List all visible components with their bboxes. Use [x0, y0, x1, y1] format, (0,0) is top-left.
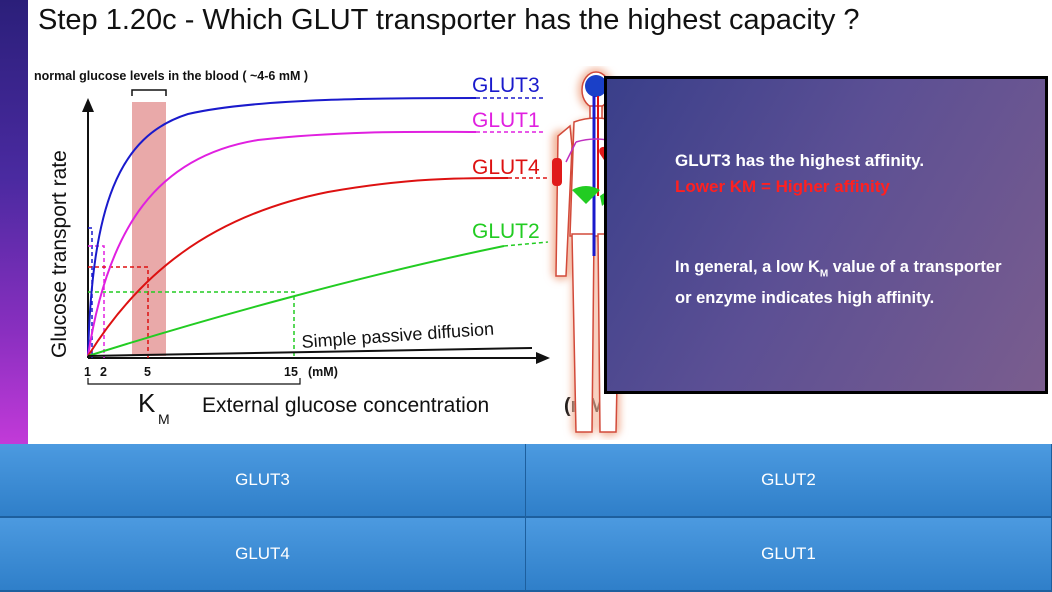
glut4-km-guide — [88, 266, 149, 358]
info-highlight: Lower KM = Higher affinity — [675, 177, 890, 196]
glut1-curve — [87, 130, 477, 357]
glut3-label: GLUT3 — [472, 74, 540, 97]
answer-button-glut3[interactable]: GLUT3 — [0, 444, 526, 518]
glut2-km-guide — [88, 291, 295, 358]
question-area: Step 1.20c - Which GLUT transporter has … — [0, 0, 1048, 444]
glut3-curve — [87, 97, 477, 357]
glut1-label: GLUT1 — [472, 109, 540, 132]
glut2-label-dash — [503, 241, 549, 247]
glut2-curve — [87, 245, 505, 357]
y-axis-arrow — [82, 98, 94, 112]
x-axis-label: External glucose concentration — [202, 394, 489, 417]
normal-range-bracket — [131, 89, 167, 96]
decorative-side-strip — [0, 0, 28, 444]
info-heading: GLUT3 has the highest affinity. — [675, 151, 925, 170]
tick-label-5: 5 — [144, 365, 151, 379]
info-body-subscript: M — [819, 268, 829, 280]
km-subscript: M — [158, 411, 170, 427]
glut4-label: GLUT4 — [472, 156, 540, 179]
info-panel: GLUT3 has the highest affinity. Lower KM… — [604, 76, 1048, 394]
tick-label-1: 1 — [84, 365, 91, 379]
km-letter: K — [138, 388, 156, 418]
glut2-label: GLUT2 — [472, 220, 540, 243]
page-title: Step 1.20c - Which GLUT transporter has … — [38, 4, 860, 36]
liver-icon — [572, 186, 600, 204]
glut3-km-guide — [88, 227, 93, 358]
answer-grid: GLUT3 GLUT2 GLUT4 GLUT1 — [0, 444, 1052, 592]
tick-label-15: 15 — [284, 365, 298, 379]
answer-button-glut2[interactable]: GLUT2 — [526, 444, 1052, 518]
tick-label-2: 2 — [100, 365, 107, 379]
answer-button-glut4[interactable]: GLUT4 — [0, 518, 526, 592]
answer-button-glut1[interactable]: GLUT1 — [526, 518, 1052, 592]
brain-icon — [585, 75, 607, 97]
info-body-start: In general, a low K — [675, 258, 820, 276]
glut1-km-guide — [88, 245, 105, 358]
tick-unit: (mM) — [308, 365, 338, 379]
km-bracket — [87, 378, 301, 385]
glut4-curve — [87, 177, 509, 357]
diffusion-line — [87, 347, 533, 357]
normal-glucose-band — [132, 102, 166, 356]
info-body-end: value of a transporter or enzyme indicat… — [675, 258, 1002, 308]
y-axis-label: Glucose transport rate — [48, 150, 71, 358]
info-body: In general, a low KM value of a transpor… — [675, 255, 1015, 310]
muscle-icon — [552, 158, 562, 186]
x-axis-arrow — [536, 352, 550, 364]
diffusion-label: Simple passive diffusion — [301, 319, 495, 352]
normal-range-label: normal glucose levels in the blood ( ~4-… — [34, 69, 308, 83]
